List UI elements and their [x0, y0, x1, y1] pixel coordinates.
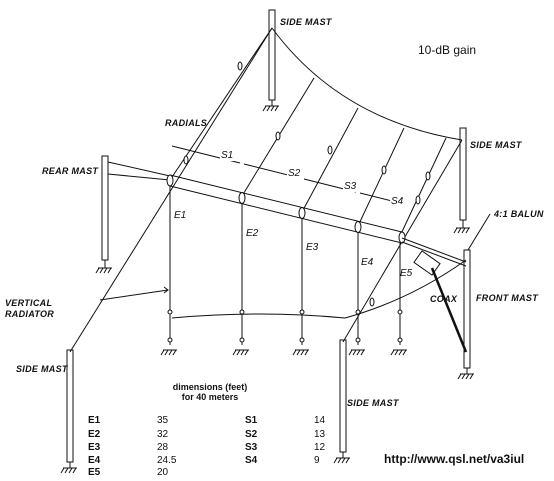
side-mast-right-label: SIDE MAST	[470, 140, 522, 150]
table-row-e-label: E4	[88, 455, 101, 466]
element-e1-label: E1	[174, 210, 187, 221]
side-mast-left	[60, 349, 77, 474]
radials-label: RADIALS	[165, 118, 208, 128]
radial-3	[301, 107, 359, 213]
table-row-e-label: E2	[88, 429, 101, 440]
boom	[166, 174, 406, 244]
dimensions-title-line1: dimensions (feet)	[172, 382, 248, 392]
side-mast-left-label: SIDE MAST	[16, 364, 68, 374]
table-row-e-label: E3	[88, 442, 101, 453]
gain-label: 10-dB gain	[418, 43, 477, 57]
balun-label: 4:1 BALUN	[494, 209, 544, 219]
dimensions-title: dimensions (feet) for 40 meters	[140, 382, 280, 402]
insulators	[183, 61, 431, 307]
table-row-s-label: S3	[245, 442, 258, 453]
spacing-s3-label: S3	[343, 181, 358, 192]
radial-4	[357, 127, 405, 227]
lower-catenary	[171, 259, 467, 319]
element-grounds	[160, 309, 407, 356]
table-row-e-label: E5	[88, 467, 101, 478]
side-mast-bottom-label: SIDE MAST	[347, 398, 399, 408]
rear-mast	[95, 155, 112, 274]
element-e4-label: E4	[361, 257, 374, 268]
coax-label: COAX	[430, 294, 458, 304]
side-mast-top-label: SIDE MAST	[280, 17, 332, 27]
side-mast-bottom	[333, 339, 350, 464]
side-mast-top	[262, 9, 279, 112]
radial-1	[169, 27, 273, 181]
front-mast-label: FRONT MAST	[476, 293, 538, 303]
table-row-s-value: 9	[314, 455, 320, 466]
table-row-e-value: 35	[157, 415, 169, 426]
balun-assembly	[401, 213, 491, 353]
table-row-e-value: 28	[157, 442, 169, 453]
radial-5	[399, 137, 447, 237]
table-row-s-value: 13	[314, 429, 326, 440]
table-row-e-value: 20	[157, 467, 169, 478]
table-row-s-label: S1	[245, 415, 258, 426]
upper-catenary	[271, 27, 463, 141]
table-row-s-value: 12	[314, 442, 326, 453]
element-e5-label: E5	[400, 268, 413, 279]
table-row-e-label: E1	[88, 415, 101, 426]
vertical-radiator-label: VERTICAL RADIATOR	[5, 298, 55, 319]
table-row-s-label: S2	[245, 429, 258, 440]
spacing-s4-label: S4	[390, 196, 405, 207]
table-row-e-value: 32	[157, 429, 169, 440]
dimensions-title-line2: for 40 meters	[181, 392, 239, 402]
spacing-s2-label: S2	[287, 168, 302, 179]
left-diagonal-wire	[69, 27, 273, 353]
rear-mast-label: REAR MAST	[42, 166, 99, 176]
table-row-s-label: S4	[245, 455, 258, 466]
table-row-e-value: 24.5	[157, 455, 177, 466]
table-row-s-value: 14	[314, 415, 326, 426]
element-e2-label: E2	[246, 228, 259, 239]
spacing-s1-label: S1	[220, 150, 235, 161]
front-mast	[457, 249, 474, 380]
element-e3-label: E3	[306, 242, 319, 253]
source-url: http://www.qsl.net/va3iul	[384, 452, 525, 466]
side-mast-right	[453, 127, 470, 234]
